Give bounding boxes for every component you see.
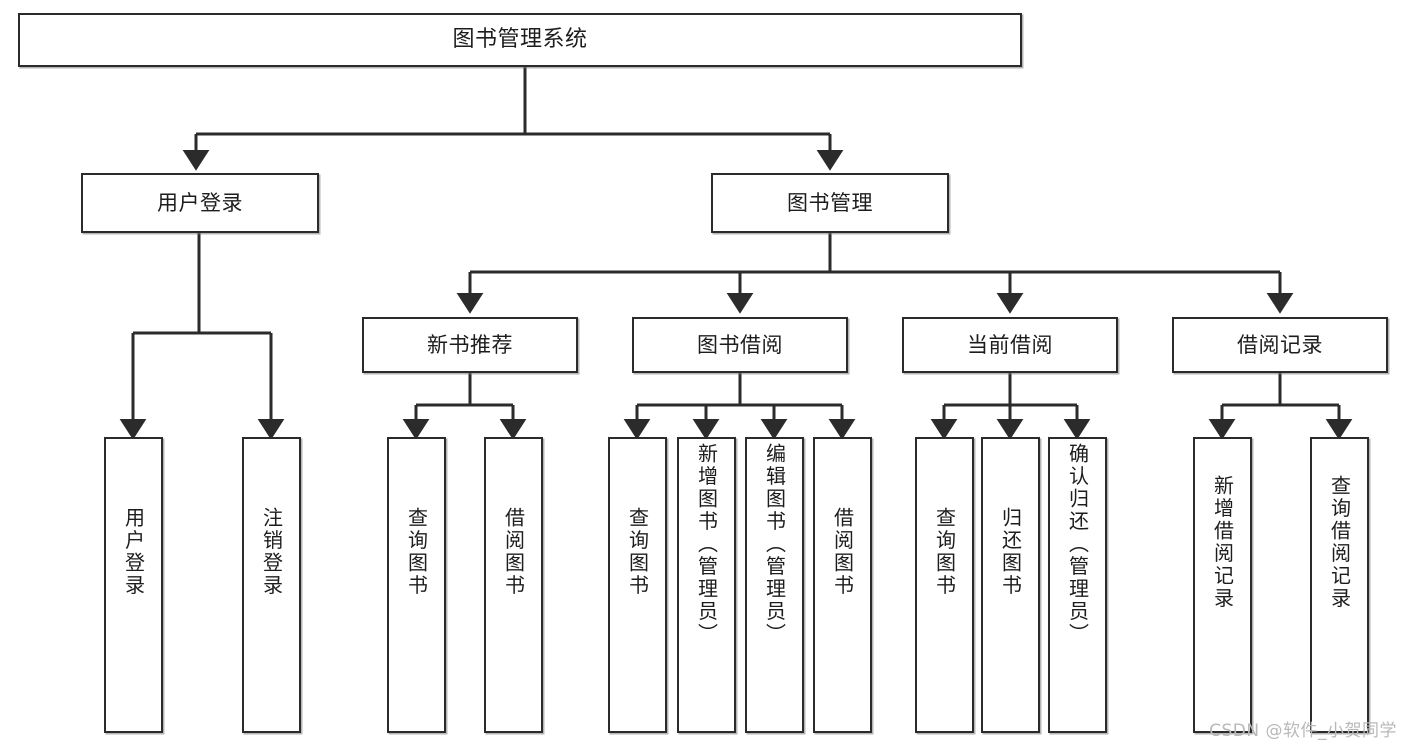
node-label: 用户登录 <box>121 507 146 597</box>
node-user-login[interactable]: 用户登录 <box>81 173 319 233</box>
node-new-book-recommend[interactable]: 新书推荐 <box>362 317 578 373</box>
node-label: 编辑图书（管理员） <box>762 443 787 646</box>
node-borrow-record[interactable]: 借阅记录 <box>1172 317 1388 373</box>
node-label: 用户登录 <box>157 190 243 215</box>
leaf-user-login-logout[interactable]: 注销登录 <box>242 437 301 733</box>
node-book-borrow[interactable]: 图书借阅 <box>632 317 848 373</box>
leaf-record-query-record[interactable]: 查询借阅记录 <box>1310 437 1369 733</box>
leaf-borrow-query-book[interactable]: 查询图书 <box>608 437 667 733</box>
node-label: 新书推荐 <box>427 332 513 357</box>
node-label: 查询图书 <box>404 507 429 597</box>
node-label: 注销登录 <box>259 507 284 597</box>
node-label: 查询图书 <box>625 507 650 597</box>
node-label: 查询借阅记录 <box>1327 475 1352 610</box>
node-label: 图书管理 <box>787 190 873 215</box>
leaf-borrow-borrow-book[interactable]: 借阅图书 <box>813 437 872 733</box>
leaf-current-confirm-return-admin[interactable]: 确认归还（管理员） <box>1048 437 1107 733</box>
node-label: 新增借阅记录 <box>1210 475 1235 610</box>
node-current-borrow[interactable]: 当前借阅 <box>902 317 1118 373</box>
node-label: 查询图书 <box>932 507 957 597</box>
node-label: 借阅图书 <box>501 507 526 597</box>
node-label: 图书借阅 <box>697 332 783 357</box>
node-label: 图书管理系统 <box>452 27 588 53</box>
node-label: 确认归还（管理员） <box>1065 443 1090 646</box>
node-label: 借阅图书 <box>830 507 855 597</box>
node-label: 当前借阅 <box>967 332 1053 357</box>
node-label: 归还图书 <box>998 507 1023 597</box>
leaf-record-add-record[interactable]: 新增借阅记录 <box>1193 437 1252 733</box>
leaf-recommend-borrow-book[interactable]: 借阅图书 <box>484 437 543 733</box>
leaf-borrow-edit-book-admin[interactable]: 编辑图书（管理员） <box>745 437 804 733</box>
node-label: 新增图书（管理员） <box>694 443 719 646</box>
leaf-recommend-query-book[interactable]: 查询图书 <box>387 437 446 733</box>
leaf-current-return-book[interactable]: 归还图书 <box>981 437 1040 733</box>
node-root-system[interactable]: 图书管理系统 <box>18 13 1022 67</box>
node-book-management[interactable]: 图书管理 <box>711 173 949 233</box>
leaf-user-login-login[interactable]: 用户登录 <box>104 437 163 733</box>
watermark-text: CSDN @软件_小贺同学 <box>1209 721 1397 741</box>
leaf-borrow-add-book-admin[interactable]: 新增图书（管理员） <box>677 437 736 733</box>
node-label: 借阅记录 <box>1237 332 1323 357</box>
leaf-current-query-book[interactable]: 查询图书 <box>915 437 974 733</box>
